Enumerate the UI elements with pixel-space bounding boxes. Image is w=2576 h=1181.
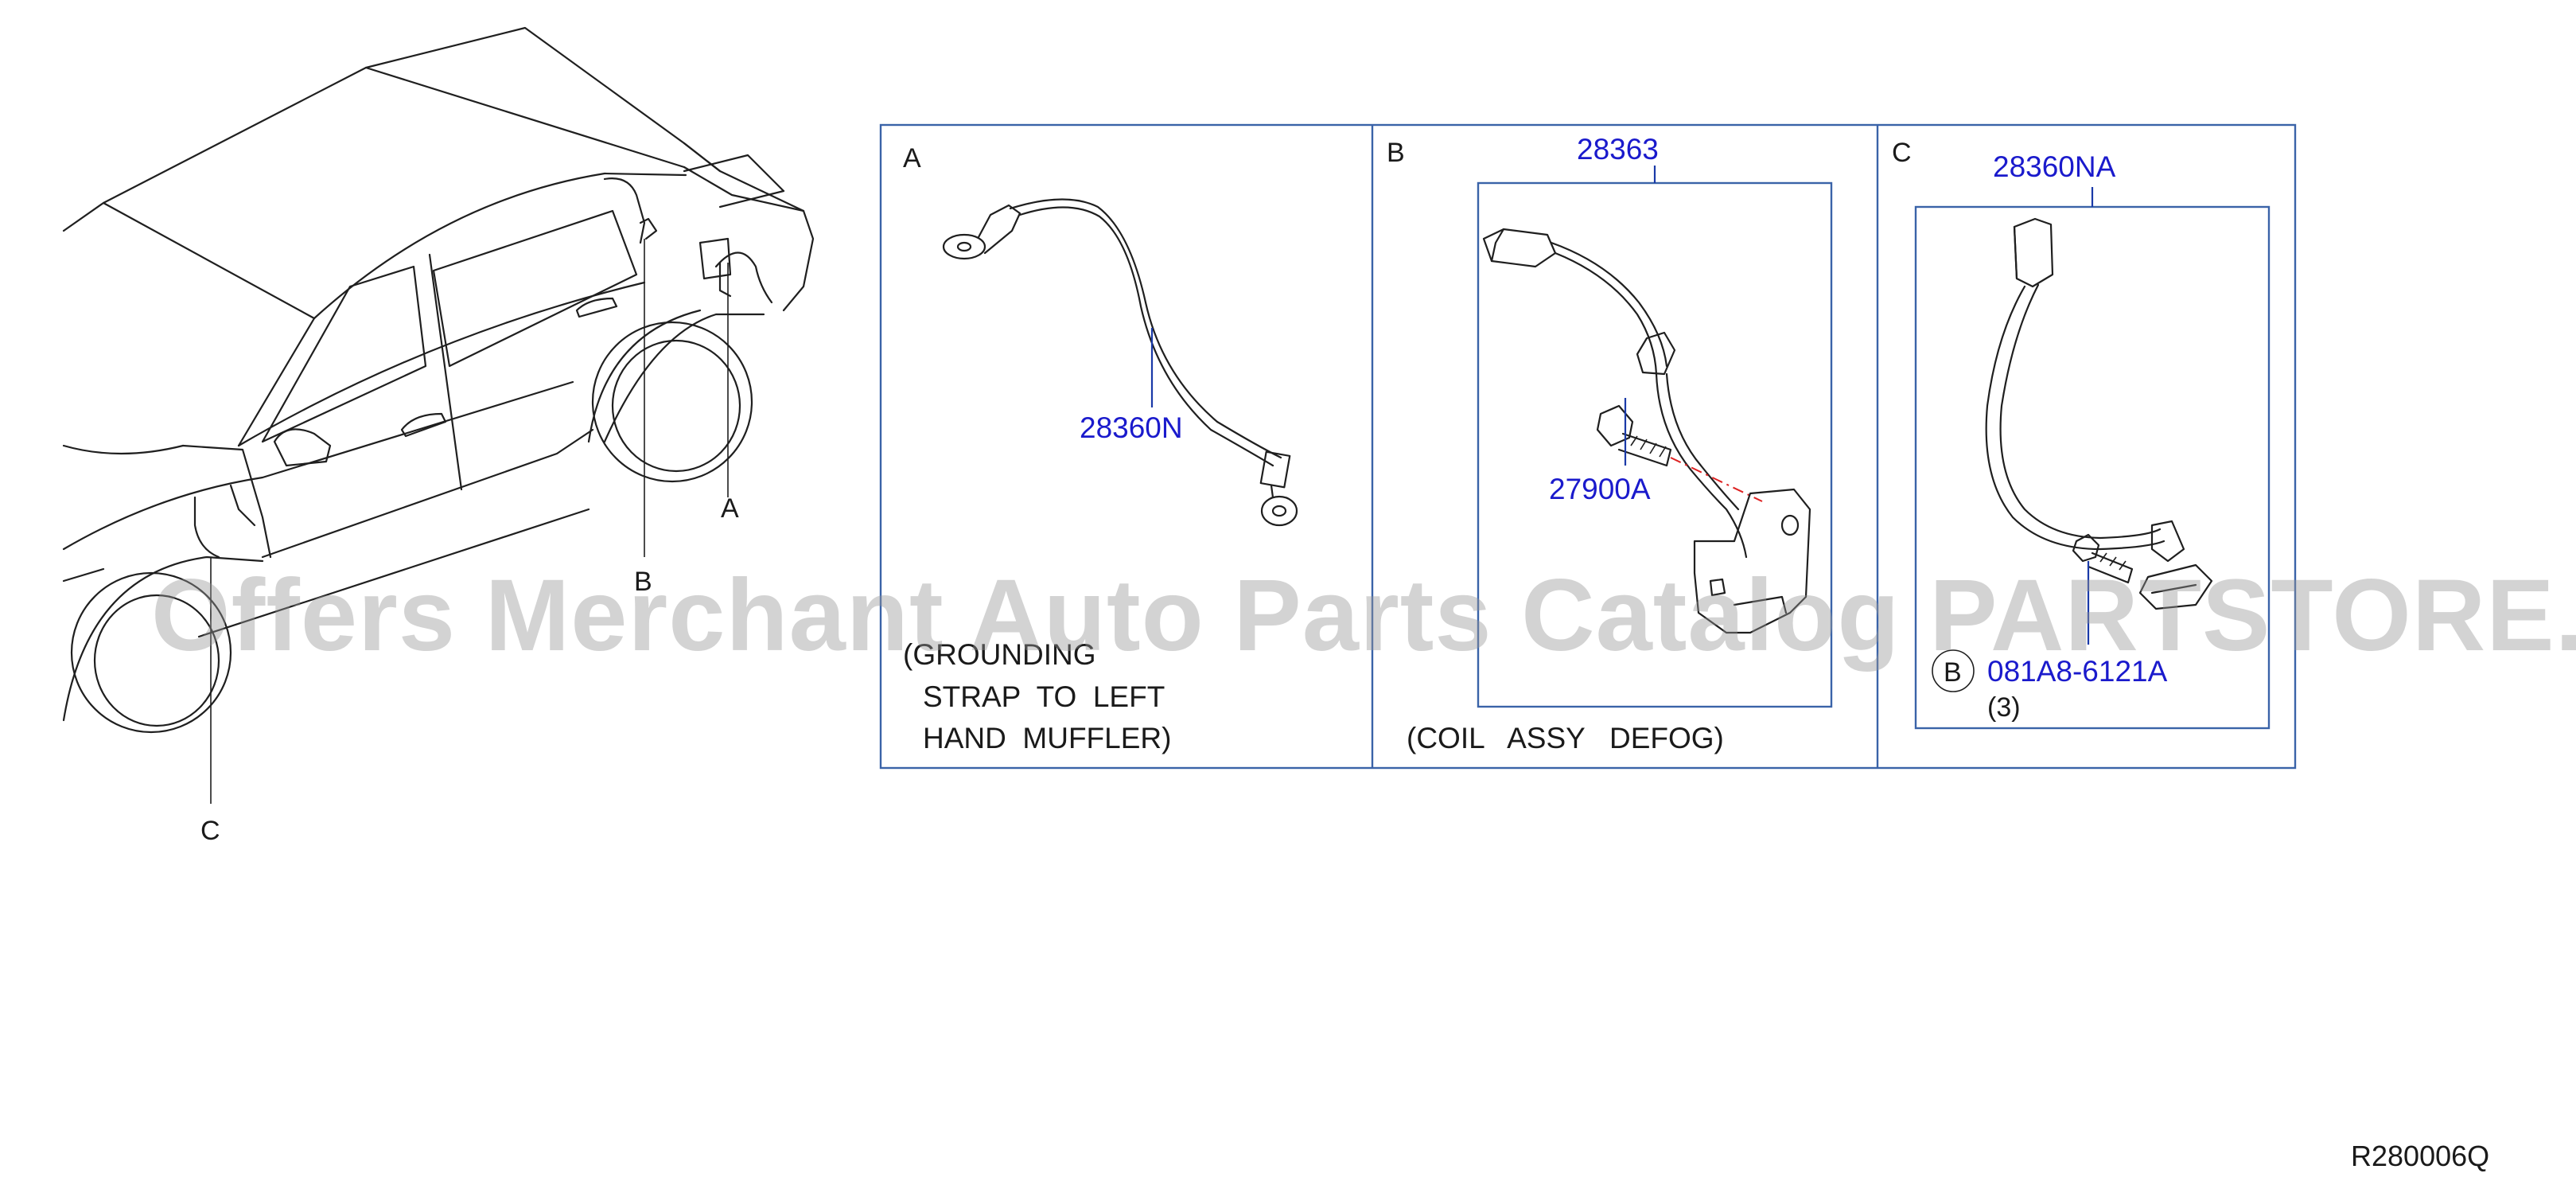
panel-c-label: C xyxy=(1892,138,1912,168)
bolt-c-quantity: (3) xyxy=(1987,692,2021,723)
bolt-marker-circle xyxy=(1932,649,1975,692)
part-number-27900a[interactable]: 27900A xyxy=(1549,473,1651,505)
part-number-28360n[interactable]: 28360N xyxy=(1080,411,1183,444)
panel-a-label: A xyxy=(903,143,921,173)
harness-c-box xyxy=(1914,205,2271,730)
note-a-line2: STRAP TO LEFT xyxy=(923,680,1165,713)
car-callout-c: C xyxy=(200,816,220,846)
car-illustration: A B C xyxy=(62,26,815,846)
coil-assy-drawing xyxy=(1482,228,1811,634)
panel-b-label: B xyxy=(1387,138,1405,168)
part-number-28360na[interactable]: 28360NA xyxy=(1993,150,2116,183)
part-number-28363[interactable]: 28363 xyxy=(1577,133,1659,166)
detail-panel-c: C 28360NA B 081A8-6121A (3) xyxy=(1892,138,2271,730)
car-callout-a: A xyxy=(721,493,739,524)
detail-panel-b: B 28363 27900A (COIL ASSY DEFOG) xyxy=(1387,133,1833,754)
part-number-081a8-6121a[interactable]: 081A8-6121A xyxy=(1987,655,2168,688)
detail-panel-a: A 28360N (GROUNDING STRAP TO LEFT HAND M… xyxy=(903,143,1298,754)
note-a-line3: HAND MUFFLER) xyxy=(923,722,1171,754)
diagram-code: R280006Q xyxy=(2351,1140,2489,1172)
note-a-line1: (GROUNDING xyxy=(903,638,1096,671)
car-callout-b: B xyxy=(634,567,652,597)
detail-frames xyxy=(879,123,2297,770)
grounding-strap-drawing xyxy=(942,198,1298,527)
bolt-marker-letter: B xyxy=(1944,657,1962,688)
harness-c-drawing xyxy=(1985,217,2213,610)
note-b: (COIL ASSY DEFOG) xyxy=(1407,722,1724,754)
